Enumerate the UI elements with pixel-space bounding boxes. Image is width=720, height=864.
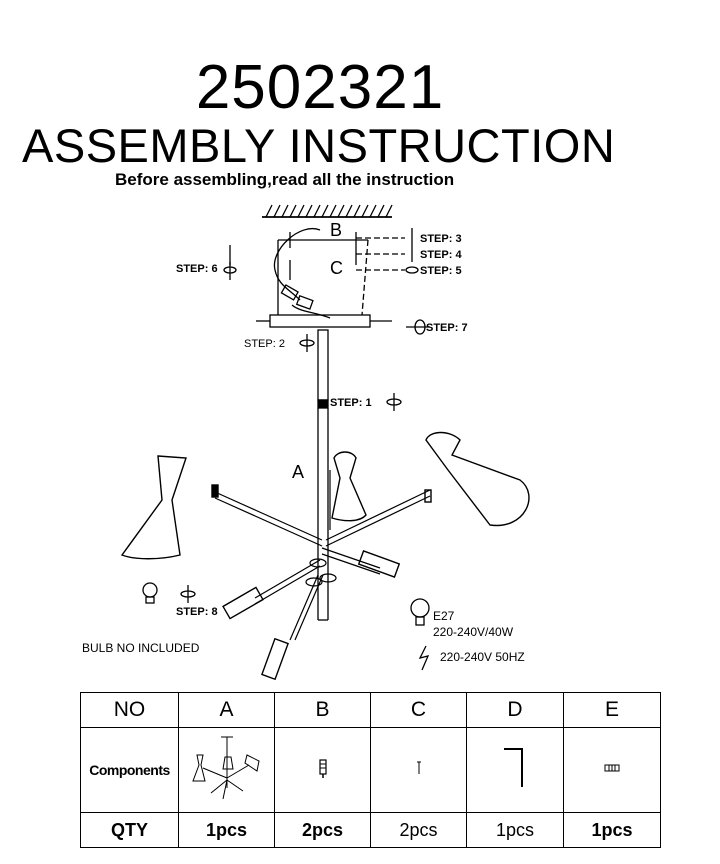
qty-cell: 1pcs <box>563 812 661 848</box>
component-e-cell <box>563 727 661 813</box>
part-c-label: C <box>330 258 343 278</box>
step-2-label: STEP: 2 <box>244 338 285 350</box>
table-header-row: NO A B C D E <box>80 692 661 728</box>
ceiling-hatch <box>262 204 393 218</box>
component-a-cell <box>178 727 275 813</box>
header-cell: B <box>274 692 371 728</box>
chandelier-icon <box>191 736 260 799</box>
chandelier-arms <box>214 470 431 641</box>
header-cell: NO <box>80 692 179 728</box>
component-d-cell <box>466 727 564 813</box>
parts-table: NO A B C D E Components <box>80 692 661 848</box>
qty-cell: 1pcs <box>466 812 564 848</box>
assembly-diagram: STEP: 3 STEP: 4 STEP: 5 STEP: 6 STEP: 7 … <box>82 204 530 681</box>
power-spec: 220-240V 50HZ <box>440 650 525 664</box>
component-c-cell <box>370 727 467 813</box>
header-cell: E <box>563 692 661 728</box>
qty-cell: 2pcs <box>274 812 371 848</box>
header-cell: D <box>466 692 564 728</box>
fastener-icons <box>142 228 430 604</box>
header-cell: A <box>178 692 275 728</box>
page-title: ASSEMBLY INSTRUCTION <box>22 119 616 172</box>
bulb-icon <box>410 598 430 626</box>
part-a-label: A <box>292 462 304 482</box>
lightning-icon <box>418 645 430 671</box>
step-4-label: STEP: 4 <box>420 249 462 261</box>
qty-row: QTY 1pcs 2pcs 2pcs 1pcs 1pcs <box>80 812 661 848</box>
model-number: 2502321 <box>195 53 445 122</box>
wall-anchor-icon <box>318 758 327 778</box>
lamp-shades <box>120 431 530 681</box>
bulb-rating: 220-240V/40W <box>433 625 514 639</box>
step-6-label: STEP: 6 <box>176 263 218 275</box>
step-7-label: STEP: 7 <box>426 322 468 334</box>
qty-cell: 1pcs <box>178 812 275 848</box>
l-bracket-icon <box>504 747 523 787</box>
step-5-label: STEP: 5 <box>420 265 462 277</box>
step-3-label: STEP: 3 <box>420 233 462 245</box>
step-8-label: STEP: 8 <box>176 606 218 618</box>
ceiling-canopy <box>256 227 405 328</box>
step-1-label: STEP: 1 <box>330 397 372 409</box>
subtitle: Before assembling,read all the instructi… <box>115 170 455 189</box>
components-label: Components <box>80 727 179 813</box>
components-row: Components <box>80 727 661 813</box>
header-cell: C <box>370 692 467 728</box>
component-b-cell <box>274 727 371 813</box>
bulb-socket: E27 <box>433 609 455 623</box>
qty-label: QTY <box>80 812 179 848</box>
screw-icon <box>416 761 421 774</box>
qty-cell: 2pcs <box>370 812 467 848</box>
connector-icon <box>604 764 620 772</box>
bulb-note: BULB NO INCLUDED <box>82 641 200 655</box>
downrod <box>317 329 329 621</box>
part-b-label: B <box>330 220 342 240</box>
